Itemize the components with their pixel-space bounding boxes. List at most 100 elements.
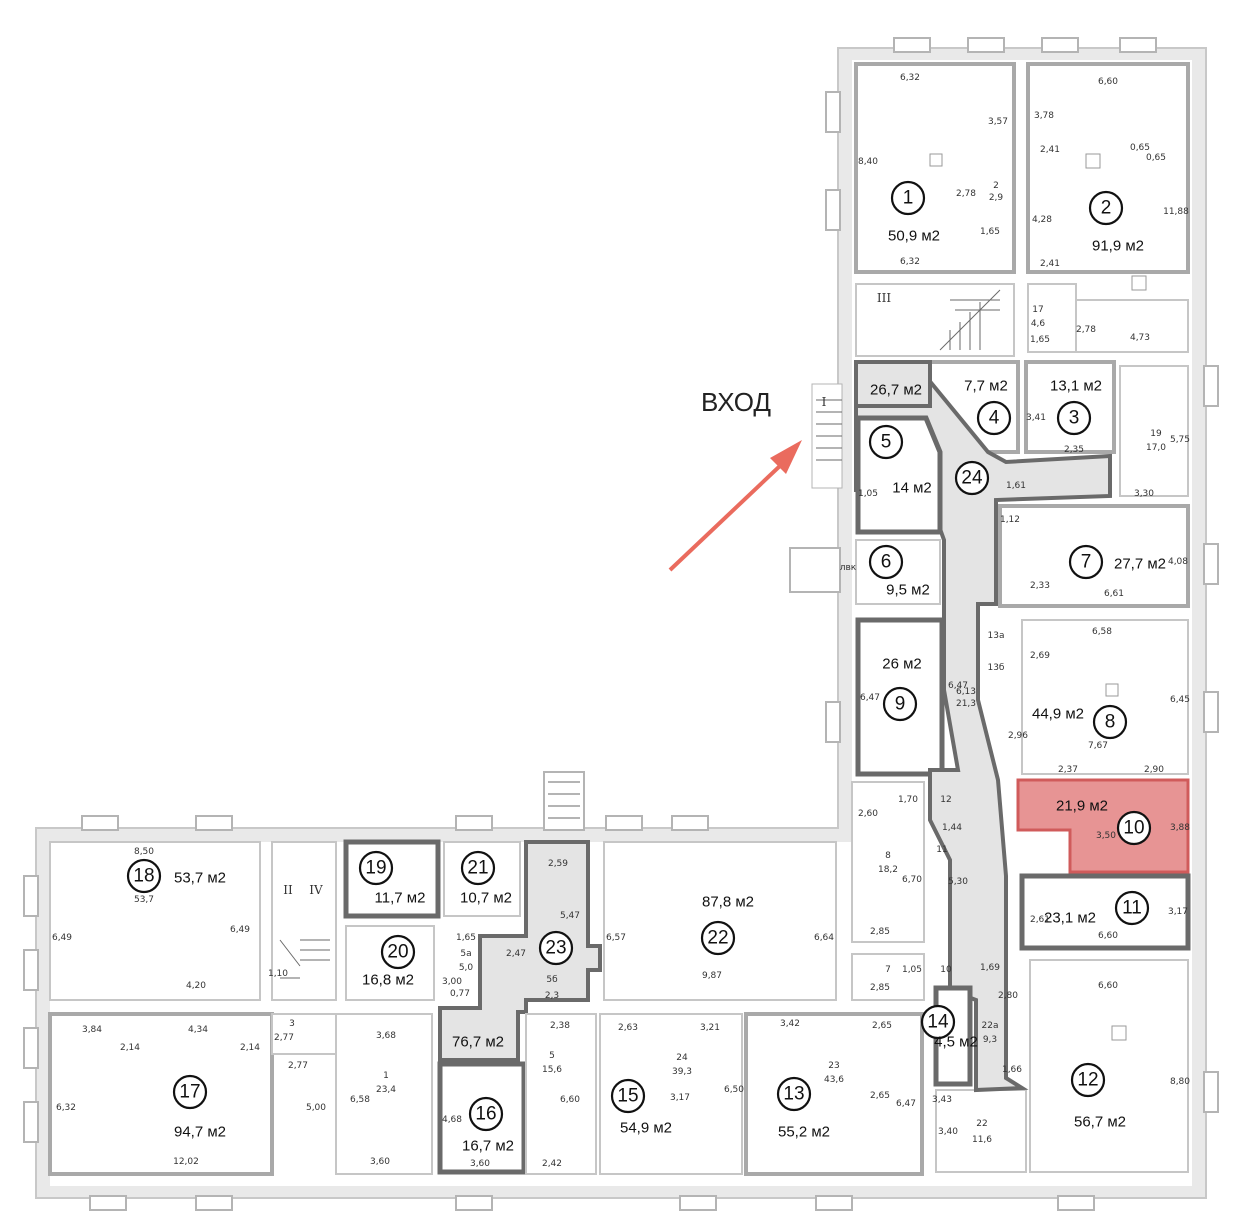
dimension-label: 2,78 xyxy=(1076,325,1096,335)
dimension-label: 2,77 xyxy=(274,1033,294,1043)
room-area: 76,7 м2 xyxy=(452,1034,504,1051)
room-number-circle xyxy=(954,460,990,496)
room-8-wall xyxy=(1021,619,1189,775)
dimension-label: 1,44 xyxy=(942,823,962,833)
dimension-label: 2,35 xyxy=(1064,445,1084,455)
dimension-label: 0,65 xyxy=(1130,143,1150,153)
dimension-label: 19 xyxy=(1150,429,1162,439)
room-number: 23 xyxy=(545,938,566,959)
dimension-label: 2,78 xyxy=(956,189,976,199)
room-area: 54,9 м2 xyxy=(620,1120,672,1137)
dimension-label: 1,05 xyxy=(902,965,922,975)
room-10-highlight[interactable] xyxy=(1016,778,1190,874)
dimension-label: 2 xyxy=(993,181,999,191)
dimension-label: 2,61 xyxy=(1030,915,1050,925)
room-area: 7,7 м2 xyxy=(964,378,1008,395)
room-area: 26,7 м2 xyxy=(870,382,922,399)
room-number-circle xyxy=(1068,544,1104,580)
room-19b-wall xyxy=(343,839,441,919)
dimension-label: 5,0 xyxy=(459,963,474,973)
dimension-label: 3,21 xyxy=(700,1023,720,1033)
dimension-label: 3,41 xyxy=(1026,413,1046,423)
dimension-label: 1,69 xyxy=(980,963,1000,973)
room-area: 14 м2 xyxy=(892,480,932,497)
dimension-label: 2,9 xyxy=(989,193,1004,203)
room-17-small xyxy=(1027,283,1077,353)
dimension-label: 3,42 xyxy=(780,1019,800,1029)
dimension-label: 3,17 xyxy=(1168,907,1188,917)
fixture-square xyxy=(1105,683,1119,697)
room-number-circle xyxy=(538,930,574,966)
dimension-label: 9,87 xyxy=(702,971,722,981)
room-area: 27,7 м2 xyxy=(1114,556,1166,573)
room-8-aux xyxy=(851,781,925,943)
room-area: 4,5 м2 xyxy=(934,1034,978,1051)
dimension-label: 3,57 xyxy=(988,117,1008,127)
room-number: 1 xyxy=(903,188,914,209)
room-area: 55,2 м2 xyxy=(778,1124,830,1141)
dimension-label: 6,32 xyxy=(900,73,920,83)
room-number: 22 xyxy=(707,928,728,949)
dimension-label: 5,30 xyxy=(948,877,968,887)
room-number: 12 xyxy=(1077,1070,1098,1091)
dimension-label: 6,64 xyxy=(814,933,834,943)
room-number: 20 xyxy=(387,942,408,963)
dimension-label: 6,60 xyxy=(1098,981,1118,991)
dimension-label: 4,68 xyxy=(442,1115,462,1125)
dimension-label: 6,70 xyxy=(902,875,922,885)
dimension-label: 5,00 xyxy=(306,1103,326,1113)
dimension-label: 4,6 xyxy=(1031,319,1046,329)
dimension-label: 21,3 xyxy=(956,699,976,709)
dimension-label: 6,50 xyxy=(724,1085,744,1095)
room-area: 23,1 м2 xyxy=(1044,910,1096,927)
room-number-circle xyxy=(460,850,496,886)
room-number-circle xyxy=(172,1074,208,1110)
corridor-23 xyxy=(438,840,602,1062)
dimension-label: 5,47 xyxy=(560,911,580,921)
room-19-wall xyxy=(1119,365,1189,497)
dimension-label: 13б xyxy=(987,663,1004,673)
room-number-circle xyxy=(1056,400,1092,436)
dimension-label: 2,80 xyxy=(998,991,1018,1001)
dimension-label: 2,85 xyxy=(870,927,890,937)
dimension-label: 3,60 xyxy=(370,1157,390,1167)
dimension-label: 3,30 xyxy=(1134,489,1154,499)
dimension-label: 6,32 xyxy=(900,257,920,267)
dimension-label: 2,33 xyxy=(1030,581,1050,591)
dimension-label: 15,6 xyxy=(542,1065,562,1075)
dimension-label: 2,41 xyxy=(1040,259,1060,269)
room-area: 44,9 м2 xyxy=(1032,706,1084,723)
room-number: 8 xyxy=(1105,712,1116,733)
dimension-label: 1,65 xyxy=(456,933,476,943)
dimension-label: 2,38 xyxy=(550,1021,570,1031)
dimension-label: 4,20 xyxy=(186,981,206,991)
room-1-small xyxy=(335,1013,433,1175)
dimension-label: 3,00 xyxy=(442,977,462,987)
dimension-label: 2,77 xyxy=(288,1061,308,1071)
room-11-wall xyxy=(1019,873,1191,951)
dimension-label: 8,50 xyxy=(134,847,154,857)
dimension-label: 2,14 xyxy=(120,1043,140,1053)
dimension-label: 6,60 xyxy=(560,1095,580,1105)
room-area: 9,5 м2 xyxy=(886,582,930,599)
room-number-circle xyxy=(1116,810,1152,846)
room-number-circle xyxy=(868,544,904,580)
dimension-label: 1,70 xyxy=(898,795,918,805)
stairs-ii-iv xyxy=(279,939,330,979)
room-number-circle xyxy=(700,920,736,956)
room-area: 11,7 м2 xyxy=(375,890,426,907)
dimension-label: 2,63 xyxy=(618,1023,638,1033)
dimension-label: 3 xyxy=(289,1019,295,1029)
dimension-label: 3,17 xyxy=(670,1093,690,1103)
fixture-square xyxy=(1085,153,1101,169)
dimension-label: 17 xyxy=(1032,305,1043,315)
dimension-label: 6,49 xyxy=(230,925,250,935)
room-number-circle xyxy=(1114,890,1150,926)
room-number-circle xyxy=(468,1096,504,1132)
dimension-label: 6,58 xyxy=(1092,627,1112,637)
room-7-aux xyxy=(851,953,925,1001)
dimension-label: 17,0 xyxy=(1146,443,1166,453)
dimension-label: 1,10 xyxy=(268,969,288,979)
dimension-label: 2,60 xyxy=(858,809,878,819)
room-area: 91,9 м2 xyxy=(1092,238,1144,255)
